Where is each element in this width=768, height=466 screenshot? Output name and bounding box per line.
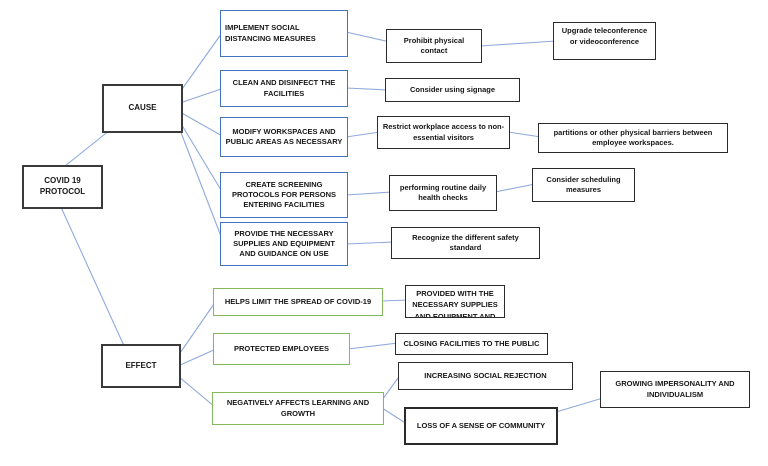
node-increasing-social-rejection: INCREASING SOCIAL REJECTION [398, 362, 573, 390]
node-upgrade-teleconference: Upgrade teleconference or videoconferenc… [553, 22, 656, 60]
node-consider-scheduling: Consider scheduling measures [532, 168, 635, 202]
node-routine-health-checks: performing routine daily health checks [389, 175, 497, 211]
node-loss-of-community: LOSS OF A SENSE OF COMMUNITY [404, 407, 558, 445]
node-recognize-safety-standard: Recognize the different safety standard [391, 227, 540, 259]
node-growing-impersonality: GROWING IMPERSONALITY AND INDIVIDUALISM [600, 371, 750, 408]
node-create-screening-protocols: CREATE SCREENING PROTOCOLS FOR PERSONS E… [220, 172, 348, 218]
node-implement-social-distancing: IMPLEMENT SOCIAL DISTANCING MEASURES [220, 10, 348, 57]
node-closing-facilities: CLOSING FACILITIES TO THE PUBLIC [395, 333, 548, 355]
node-modify-workspaces: MODIFY WORKSPACES AND PUBLIC AREAS AS NE… [220, 117, 348, 157]
node-consider-signage: Consider using signage [385, 78, 520, 102]
node-cause: CAUSE [102, 84, 183, 133]
node-prohibit-physical-contact: Prohibit physical contact [386, 29, 482, 63]
node-protected-employees: PROTECTED EMPLOYEES [213, 333, 350, 365]
node-provided-with-supplies: PROVIDED WITH THE NECESSARY SUPPLIES AND… [405, 285, 505, 318]
node-clean-and-disinfect: CLEAN AND DISINFECT THE FACILITIES [220, 70, 348, 107]
node-covid19-protocol: COVID 19 PROTOCOL [22, 165, 103, 209]
node-provide-supplies: PROVIDE THE NECESSARY SUPPLIES AND EQUIP… [220, 222, 348, 266]
node-helps-limit-spread: HELPS LIMIT THE SPREAD OF COVID-19 [213, 288, 383, 316]
node-restrict-workplace-access: Restrict workplace access to non-essenti… [377, 116, 510, 149]
node-effect: EFFECT [101, 344, 181, 388]
node-partitions-barriers: partitions or other physical barriers be… [538, 123, 728, 153]
node-negatively-affects-learning: NEGATIVELY AFFECTS LEARNING AND GROWTH [212, 392, 384, 425]
